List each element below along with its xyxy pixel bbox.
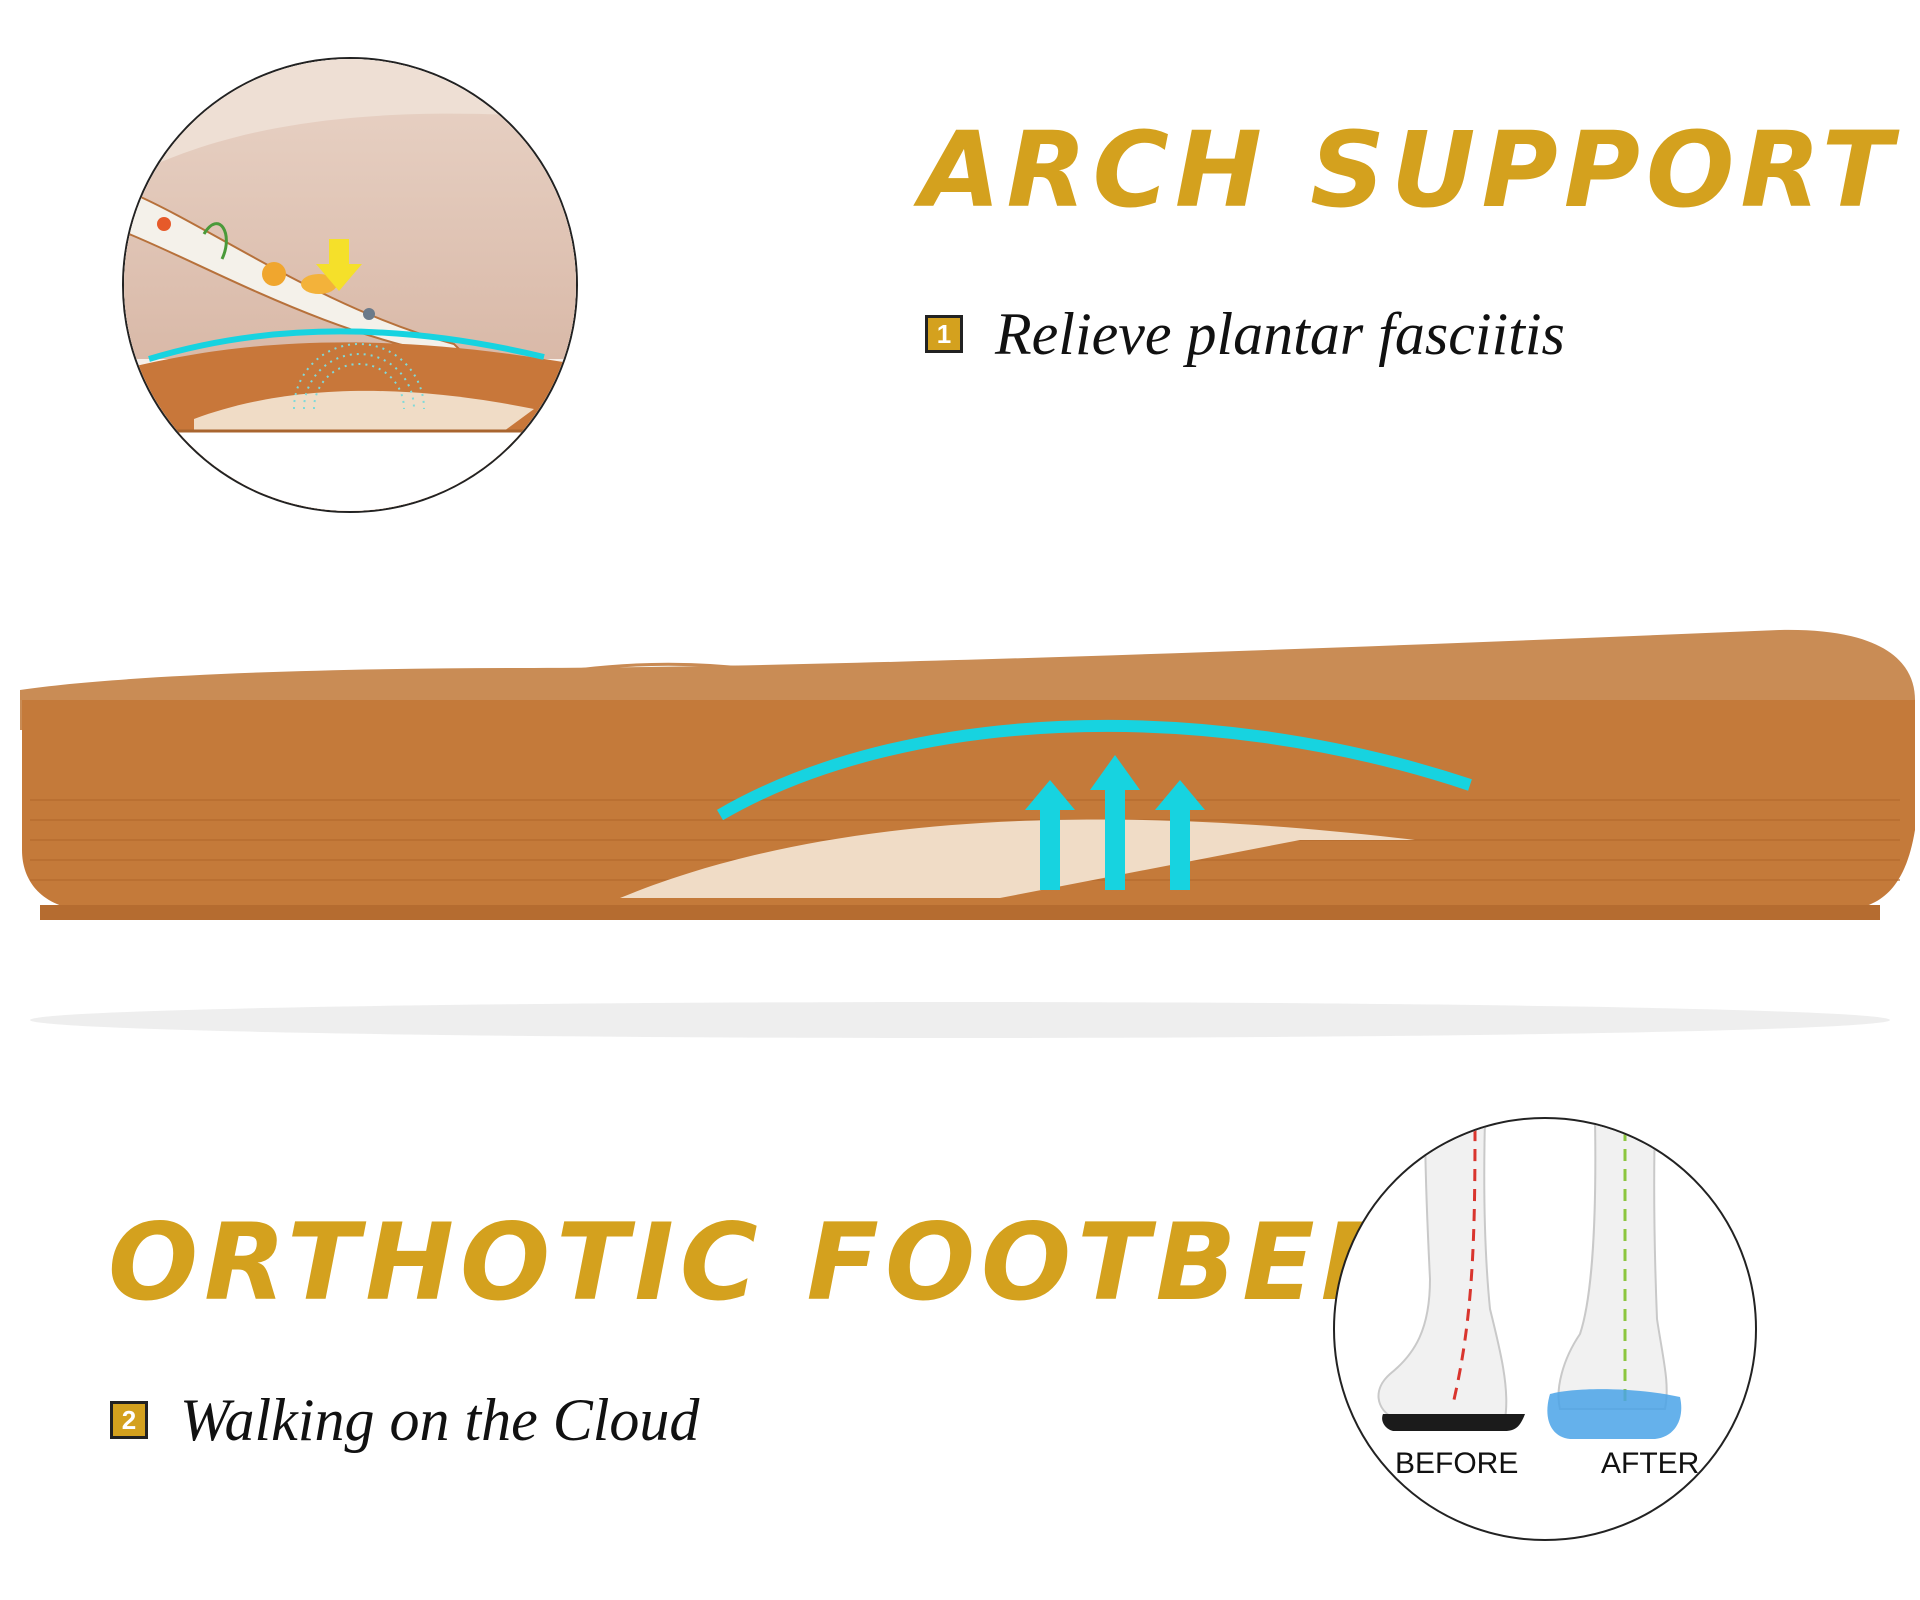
before-after-illustration: [1377, 1119, 1682, 1439]
orthotic-footbed-headline: ORTHOTIC FOOTBED: [108, 1201, 1415, 1324]
orthotic-insole-icon: [1547, 1389, 1682, 1439]
sole-body: [22, 700, 1915, 910]
flat-insole-icon: [1382, 1414, 1525, 1431]
arch-insert: [620, 819, 1415, 898]
before-after-circle: BEFORE AFTER: [1333, 1117, 1757, 1541]
feature-item-1: 1 Relieve plantar fasciitis: [925, 304, 1565, 364]
arch-closeup-illustration: [124, 59, 576, 511]
feature-number-badge: 2: [110, 1401, 148, 1439]
up-arrows-icon: [1025, 755, 1205, 890]
arch-curve: [716, 719, 1472, 821]
feature-number-badge: 1: [925, 315, 963, 353]
foot-skin: [124, 79, 576, 359]
before-label: BEFORE: [1395, 1447, 1519, 1480]
foot-after: [1557, 1119, 1668, 1410]
sandal-illustration: [20, 629, 1915, 1038]
arch-support-headline: ARCH SUPPORT: [920, 109, 1899, 231]
feature-item-2: 2 Walking on the Cloud: [110, 1390, 699, 1450]
pressure-waves-icon: [293, 343, 425, 410]
feature-text: Relieve plantar fasciitis: [995, 301, 1565, 367]
arch-zoom-circle: [122, 57, 578, 513]
feature-text: Walking on the Cloud: [180, 1387, 700, 1453]
arch-line: [148, 328, 545, 362]
foot-before: [1377, 1119, 1508, 1420]
down-arrow-icon: [316, 239, 362, 291]
arch-insert-closeup: [194, 390, 534, 431]
after-label: AFTER: [1601, 1447, 1700, 1480]
